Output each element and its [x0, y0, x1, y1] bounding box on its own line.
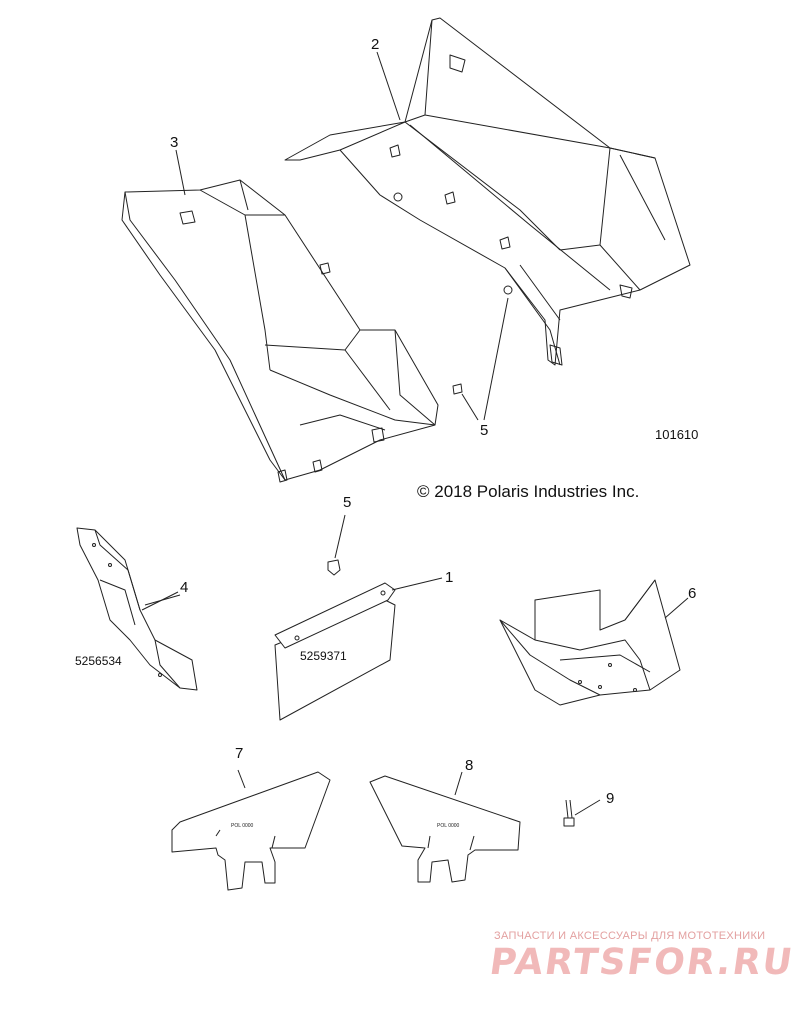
part-9-fastener [563, 799, 601, 827]
part-6-tray [499, 579, 689, 706]
part-1-mud-flap [274, 577, 443, 721]
fastener-5-lower [327, 514, 346, 576]
callout-9: 9 [606, 790, 615, 807]
callout-6: 6 [688, 585, 697, 602]
part-7-left-panel [171, 769, 331, 891]
drawing-reference: 101610 [655, 427, 699, 442]
callout-8: 8 [465, 757, 474, 774]
callout-1: 1 [445, 569, 454, 586]
callout-3: 3 [170, 134, 179, 151]
part-8-right-panel [369, 771, 521, 883]
callout-5-lower: 5 [343, 494, 352, 511]
part-number-1: 5259371 [300, 649, 347, 663]
callout-2: 2 [371, 36, 380, 53]
decal-left: POL 0000 [231, 823, 254, 829]
fasteners-5-upper [393, 192, 513, 421]
part-3-side-fender [121, 179, 439, 483]
watermark-logo: PARTSFOR.RU [487, 942, 797, 983]
decal-right: POL 0000 [437, 823, 460, 829]
part-4-bracket [76, 527, 198, 691]
callout-5-upper: 5 [480, 422, 489, 439]
part-number-4: 5256534 [75, 654, 122, 668]
part-2-rear-panel [284, 17, 691, 366]
callout-7: 7 [235, 745, 244, 762]
leader-lines [144, 51, 401, 606]
callout-4: 4 [180, 579, 189, 596]
copyright-notice: © 2018 Polaris Industries Inc. [417, 482, 640, 501]
watermark-tagline: ЗАПЧАСТИ И АКСЕССУАРЫ ДЛЯ МОТОТЕХНИКИ [494, 930, 766, 942]
